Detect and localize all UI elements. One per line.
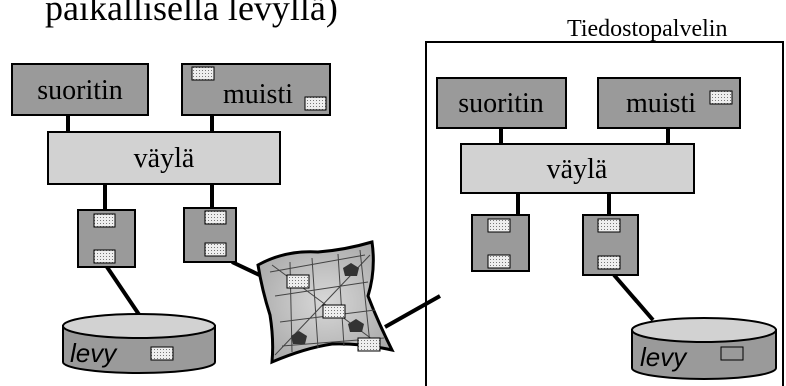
server-disk [631, 317, 777, 380]
local-network-controller-block-2 [204, 242, 227, 257]
network-node-icon-2 [291, 331, 307, 344]
server-label: Tiedostopalvelin [567, 16, 727, 42]
local-disk-controller-block-2 [93, 249, 116, 264]
server-bus-box [460, 143, 695, 194]
server-disk-block [720, 346, 744, 361]
local-cpu-label: suoritin [37, 75, 123, 106]
server-network-controller-block-1 [487, 218, 511, 233]
caption-fragment: paikallisella levyllä) [45, 0, 338, 28]
server-cpu-box [436, 77, 567, 129]
server-disk-controller-block-1 [597, 218, 621, 233]
server-network-controller-block-2 [487, 254, 511, 269]
network-cloud [256, 240, 441, 365]
network-packet-1 [286, 274, 310, 289]
local-bus-box [47, 131, 281, 185]
local-machine: suoritin muisti väylä levy [11, 63, 331, 374]
server-disk-label: levy [640, 342, 688, 372]
local-memory-block-1 [191, 66, 215, 81]
local-network-controller-block-1 [204, 210, 227, 225]
network-node-icon-1 [343, 263, 359, 276]
local-disk-controller-block-1 [93, 213, 116, 228]
server-memory-label: muisti [626, 88, 696, 119]
server-bus-label: väylä [547, 154, 608, 185]
local-disk [62, 313, 216, 374]
server-disk-controller-block-2 [597, 255, 621, 270]
server-frame [425, 41, 784, 386]
local-bus-label: väylä [134, 143, 195, 174]
local-cpu-box [11, 63, 149, 116]
server-memory-block [709, 90, 733, 105]
network-packet-2 [322, 304, 346, 319]
local-memory-label: muisti [223, 79, 293, 110]
local-disk-block [150, 346, 174, 361]
local-disk-label: levy [70, 338, 118, 368]
local-memory-block-2 [304, 96, 327, 111]
network-packet-3 [357, 337, 381, 352]
network-node-icon-3 [348, 319, 364, 332]
server-cpu-label: suoritin [458, 88, 544, 119]
file-server: Tiedostopalvelin suoritin muisti väylä l… [425, 16, 784, 386]
